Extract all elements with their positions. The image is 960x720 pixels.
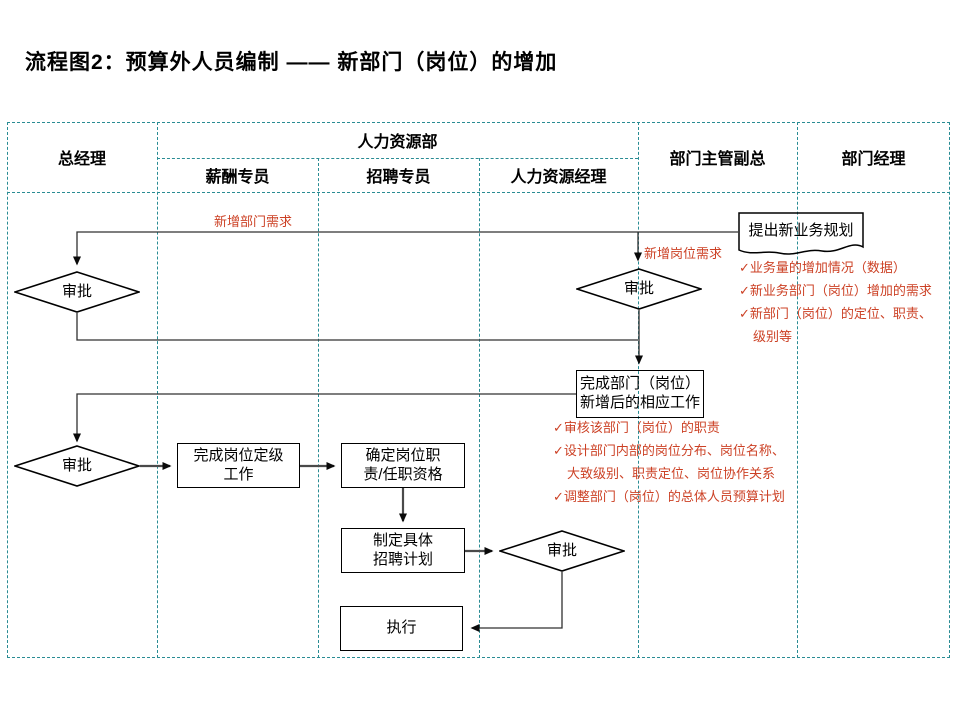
hr-subheader-line [157, 158, 638, 159]
node-complete-dept-label: 完成部门（岗位） 新增后的相应工作 [579, 375, 700, 411]
node-propose-plan-label: 提出新业务规划 [748, 221, 854, 239]
node-complete-dept: 完成部门（岗位） 新增后的相应工作 [576, 370, 704, 418]
node-duty-qualification-label: 确定岗位职 责/任职资格 [363, 446, 443, 483]
checklist-new-business: ✓业务量的增加情况（数据） ✓新业务部门（岗位）增加的需求 ✓新部门（岗位）的定… [739, 256, 932, 348]
lane-header-recruiting-specialist: 招聘专员 [366, 169, 431, 186]
checklist-item: 大致级别、职责定位、岗位协作关系 [567, 466, 776, 481]
node-approve-hrm-bottom: 审批 [499, 530, 625, 572]
checklist-item: ✓设计部门内部的岗位分布、岗位名称、 [553, 443, 785, 458]
diamond-shape [499, 530, 625, 572]
lane-header-general-manager: 总经理 [57, 151, 106, 168]
checklist-item: 级别等 [753, 329, 793, 344]
diamond-shape [14, 445, 140, 487]
lane-header-hr-department: 人力资源部 [357, 134, 438, 151]
checklist-item: ✓审核该部门（岗位）的职责 [553, 420, 720, 435]
node-approve-gm-top: 审批 [14, 271, 140, 313]
checklist-dept-setup: ✓审核该部门（岗位）的职责 ✓设计部门内部的岗位分布、岗位名称、 大致级别、职责… [553, 416, 785, 508]
lane-divider-rec-hrm [479, 158, 480, 658]
lane-header-compensation-specialist: 薪酬专员 [205, 169, 270, 186]
node-approve-hrm-bottom-label: 审批 [546, 541, 577, 559]
checklist-item: ✓调整部门（岗位）的总体人员预算计划 [553, 489, 785, 504]
lane-divider-vp-dm [797, 122, 798, 658]
node-approve-gm-top-label: 审批 [61, 282, 92, 300]
document-shape [738, 212, 864, 255]
node-duty-qualification: 确定岗位职 责/任职资格 [341, 443, 465, 488]
node-execute-label: 执行 [386, 619, 417, 637]
lane-divider-hr-vp [638, 122, 639, 658]
node-execute: 执行 [340, 606, 463, 651]
node-recruit-plan-label: 制定具体 招聘计划 [372, 531, 433, 568]
lane-header-dept-vp: 部门主管副总 [669, 151, 766, 168]
checklist-item: ✓新业务部门（岗位）增加的需求 [739, 283, 932, 298]
diamond-shape [576, 268, 702, 310]
node-grading-label: 完成岗位定级 工作 [193, 446, 284, 483]
node-approve-hrm-top: 审批 [576, 268, 702, 310]
diamond-shape [14, 271, 140, 313]
page-title: 流程图2：预算外人员编制 —— 新部门（岗位）的增加 [25, 51, 558, 74]
lane-divider-comp-rec [318, 158, 319, 658]
edge-label-new-post-need: 新增岗位需求 [644, 246, 723, 261]
edge-label-new-dept-need: 新增部门需求 [214, 214, 293, 229]
lane-header-bottom-line [7, 192, 950, 193]
lane-divider-gm-hr [157, 122, 158, 658]
node-recruit-plan: 制定具体 招聘计划 [341, 528, 465, 573]
node-approve-gm-mid-label: 审批 [61, 456, 92, 474]
lane-header-dept-manager: 部门经理 [841, 151, 906, 168]
lane-header-hr-manager: 人力资源经理 [510, 169, 607, 186]
node-approve-gm-mid: 审批 [14, 445, 140, 487]
node-approve-hrm-top-label: 审批 [623, 279, 654, 297]
node-propose-plan: 提出新业务规划 [738, 212, 864, 258]
node-grading: 完成岗位定级 工作 [177, 443, 300, 488]
lane-border-outer [7, 122, 950, 658]
checklist-item: ✓新部门（岗位）的定位、职责、 [739, 306, 932, 321]
checklist-item: ✓业务量的增加情况（数据） [739, 260, 906, 275]
